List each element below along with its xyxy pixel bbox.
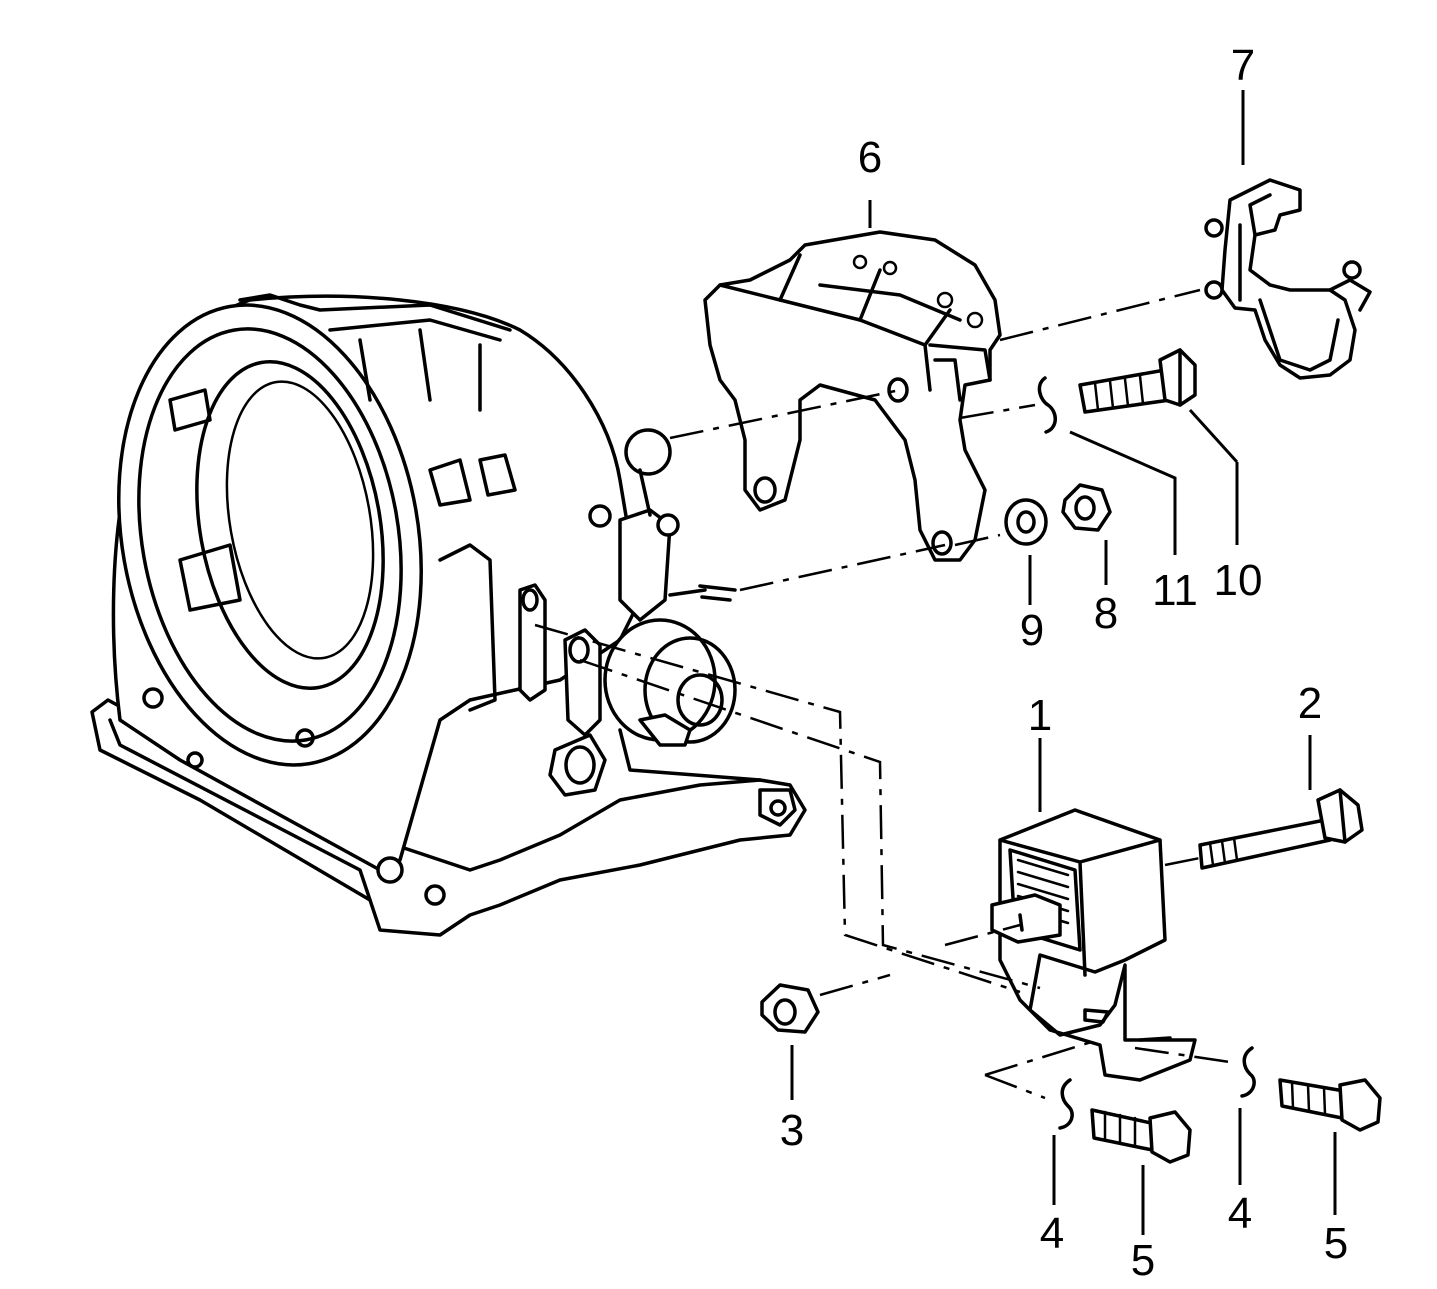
lock-washer-part-11 (1037, 376, 1057, 434)
callout-5-right: 5 (1324, 1219, 1348, 1268)
nut-part-8 (1061, 483, 1112, 532)
callout-6: 6 (858, 133, 882, 182)
clamp-part-7 (1204, 178, 1372, 380)
bolt-part-2 (1198, 788, 1364, 870)
assembly-lines (534, 288, 1231, 1100)
callout-4-left: 4 (1040, 1209, 1064, 1258)
callout-7: 7 (1231, 41, 1255, 90)
bolt-part-5-left (1090, 1108, 1192, 1164)
bolt-part-5-right (1278, 1078, 1382, 1132)
callout-10: 10 (1214, 556, 1263, 605)
bolt-part-10 (1078, 348, 1197, 414)
leader-lines (790, 90, 1337, 1235)
lock-washer-part-4-left (1058, 1078, 1074, 1130)
lock-washer-part-4-right (1240, 1046, 1256, 1098)
washer-part-9 (1004, 498, 1048, 546)
bracket-part-6 (703, 230, 1002, 562)
callout-3: 3 (780, 1106, 804, 1155)
transmission-housing (90, 293, 807, 937)
callout-2: 2 (1298, 679, 1322, 728)
callout-11: 11 (1152, 566, 1198, 615)
callout-1: 1 (1028, 691, 1052, 740)
callout-4-right: 4 (1228, 1189, 1252, 1238)
control-unit-part-1 (990, 808, 1197, 1082)
callout-5-left: 5 (1131, 1236, 1155, 1285)
callout-8: 8 (1094, 589, 1118, 638)
nut-part-3 (760, 983, 820, 1034)
callout-labels: 7 6 11 10 9 8 1 2 3 4 4 5 5 (780, 41, 1348, 1285)
callout-9: 9 (1020, 606, 1044, 655)
